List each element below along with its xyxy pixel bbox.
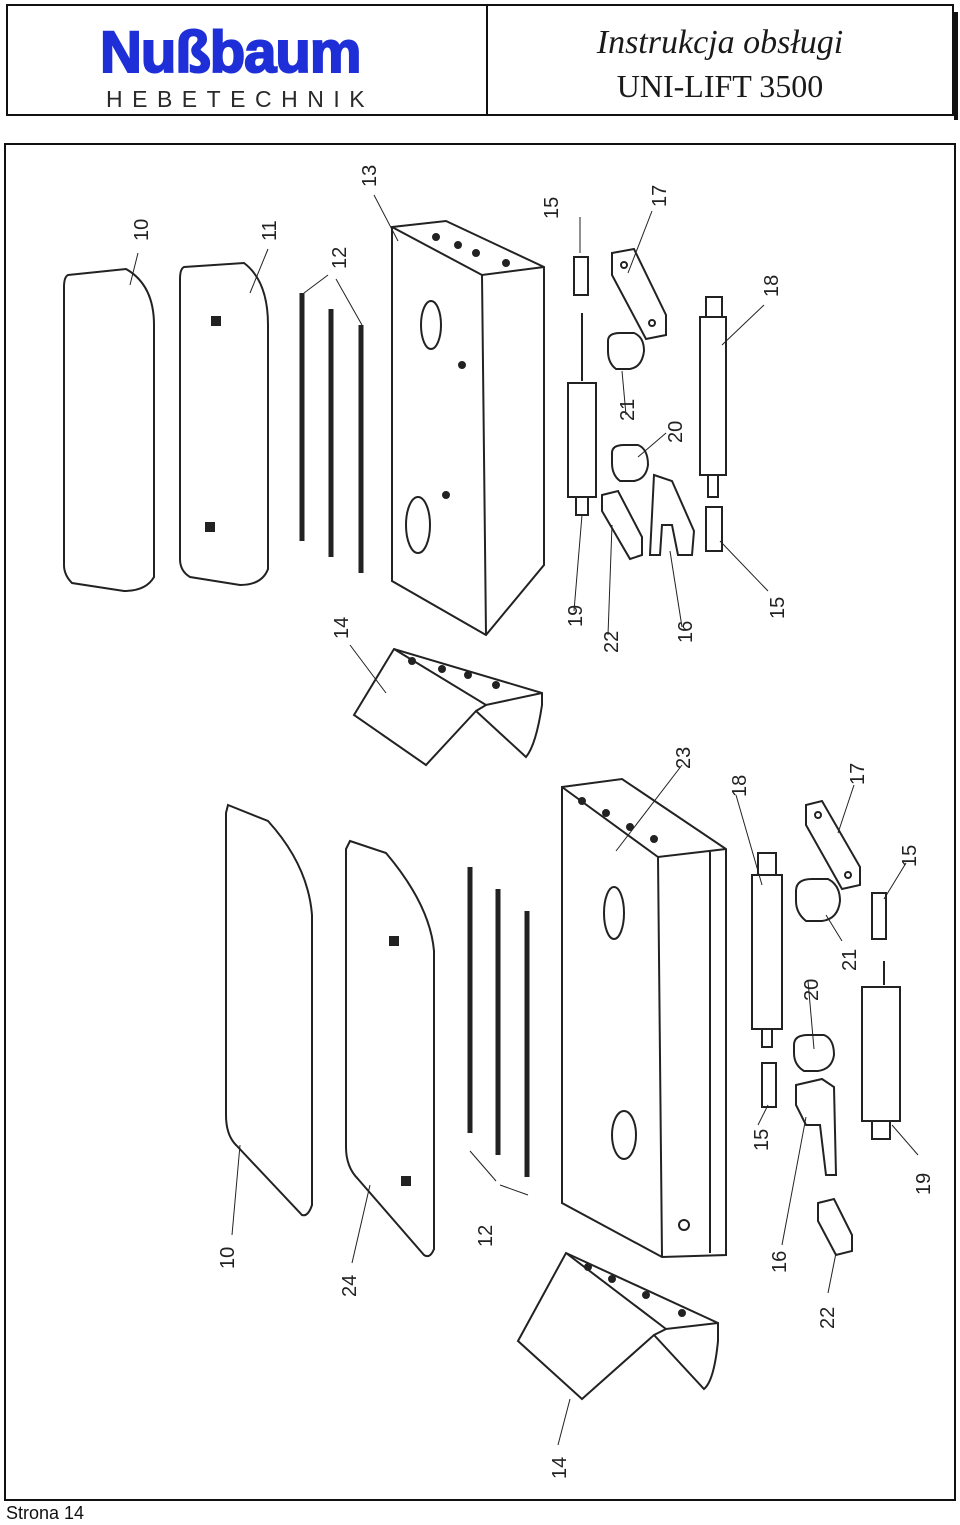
parts-diagram: 10 11 12 13 15 17 18 21 20 19 22 16 15 1… <box>63 165 935 1479</box>
label-12-bottom: 12 <box>475 1225 497 1247</box>
label-21-top: 21 <box>617 399 639 421</box>
logo-area: Nußbaum HEBETECHNIK <box>8 6 488 114</box>
label-14-bottom: 14 <box>549 1457 571 1479</box>
label-11: 11 <box>259 220 281 241</box>
header-shadow <box>954 12 958 120</box>
label-18-bottom: 18 <box>729 775 751 797</box>
fork-15-b <box>705 506 723 552</box>
label-23: 23 <box>673 747 695 769</box>
cylinder-18-top <box>699 296 727 498</box>
label-16-bottom: 16 <box>769 1251 791 1273</box>
product-name: UNI-LIFT 3500 <box>616 68 824 104</box>
label-17-top: 17 <box>649 185 671 207</box>
label-21-bottom: 21 <box>839 949 861 971</box>
bracket-22-bottom <box>817 1197 853 1257</box>
bush-20-top <box>611 444 650 482</box>
exploded-parts-drawing: 10 11 12 13 15 17 18 21 20 19 22 16 15 1… <box>4 143 956 1501</box>
rod-19-bottom <box>861 961 901 1140</box>
cover-plate-10-top <box>63 267 155 593</box>
fork-15-d <box>761 1062 777 1108</box>
rod-19-top <box>567 313 597 516</box>
cylinder-18-bottom <box>751 852 783 1048</box>
document-title: Instrukcja obsługi <box>596 24 844 61</box>
lever-16-top <box>648 473 696 556</box>
bush-20-bottom <box>793 1034 836 1072</box>
fork-15-c <box>871 892 887 940</box>
page-header: Nußbaum HEBETECHNIK Instrukcja obsługi U… <box>6 4 958 120</box>
label-24: 24 <box>339 1275 361 1297</box>
label-20-top: 20 <box>665 421 687 443</box>
frame-13 <box>391 219 545 637</box>
plate-24 <box>345 839 435 1258</box>
label-22-bottom: 22 <box>817 1307 839 1329</box>
logo-word: Nußbaum <box>100 20 360 80</box>
lever-16-bottom <box>795 1077 838 1176</box>
page-number: Strona 14 <box>6 1503 85 1523</box>
label-20-bottom: 20 <box>801 979 823 1001</box>
label-14-top: 14 <box>331 617 353 639</box>
label-19-bottom: 19 <box>913 1173 935 1195</box>
bush-21-bottom <box>795 878 842 922</box>
label-10-bottom: 10 <box>217 1247 239 1269</box>
label-13: 13 <box>359 165 381 187</box>
label-15-b: 15 <box>767 597 789 619</box>
bracket-14-top <box>352 647 543 767</box>
plate-11 <box>179 261 269 587</box>
bracket-17-bottom <box>805 799 861 891</box>
label-15-c: 15 <box>899 845 921 867</box>
title-area: Instrukcja obsługi UNI-LIFT 3500 <box>488 6 952 114</box>
nussbaum-logo: Nußbaum <box>99 20 362 80</box>
label-22-top: 22 <box>601 631 623 653</box>
bracket-14-bottom <box>516 1251 719 1401</box>
label-17-bottom: 17 <box>847 763 869 785</box>
bracket-22-top <box>601 489 643 561</box>
label-16-top: 16 <box>675 621 697 643</box>
bracket-17-top <box>611 247 667 341</box>
fork-15-a <box>573 256 589 296</box>
label-19-top: 19 <box>565 605 587 627</box>
cover-plate-10-bottom <box>225 803 313 1217</box>
label-10-top: 10 <box>131 219 153 241</box>
label-15-a: 15 <box>541 197 563 219</box>
label-18-top: 18 <box>761 275 783 297</box>
label-15-d: 15 <box>751 1129 773 1151</box>
bush-21-top <box>607 332 646 370</box>
logo-subtitle: HEBETECHNIK <box>106 86 375 112</box>
frame-23 <box>561 777 727 1259</box>
label-12-top: 12 <box>329 247 351 269</box>
